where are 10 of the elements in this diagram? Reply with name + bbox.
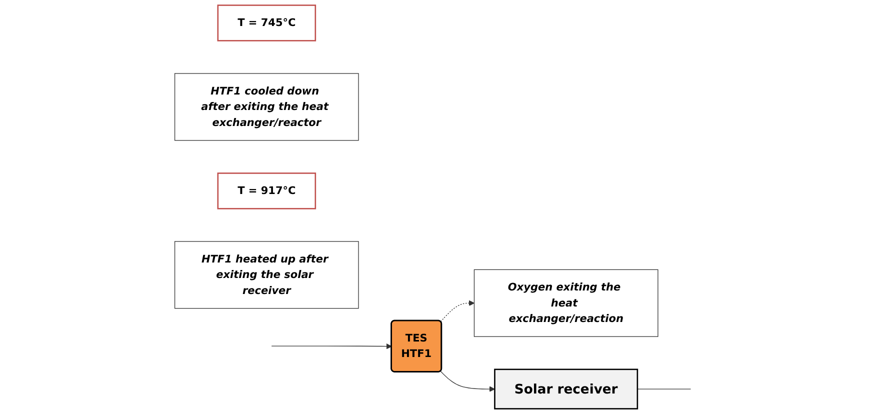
- node-box: HTF1 heated up after exiting the solar receiver: [174, 241, 359, 309]
- node-box: Oxygen exiting the heat exchanger/reaction: [474, 269, 658, 337]
- arrow: [440, 370, 495, 392]
- arrow: [440, 300, 474, 322]
- node-box: T = 745°C: [217, 4, 316, 42]
- node-box: Solar receiver: [494, 368, 638, 410]
- connector: [636, 388, 691, 390]
- node-box: HTF1 cooled down after exiting the heat exchanger/reactor: [174, 73, 359, 141]
- node-box: T = 917°C: [217, 172, 316, 210]
- arrow: [271, 343, 392, 350]
